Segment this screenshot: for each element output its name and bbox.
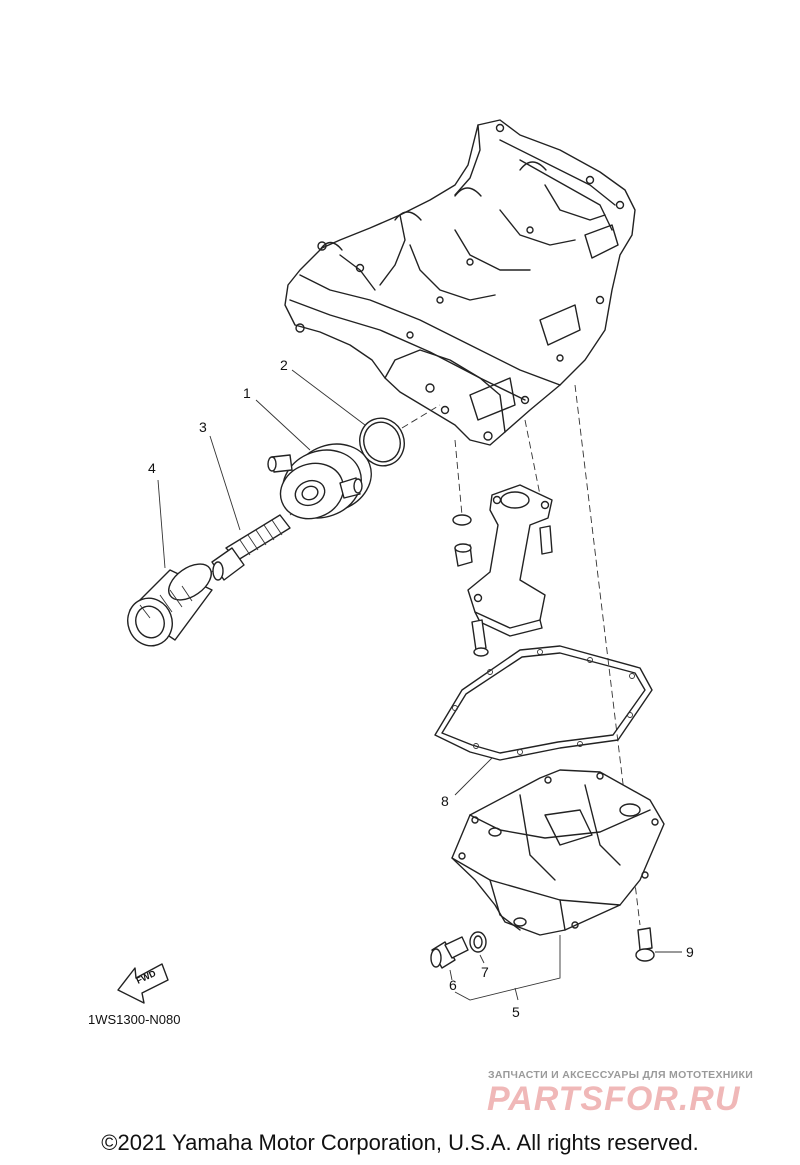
callout-2: 2 [280, 357, 288, 373]
callout-1: 1 [243, 385, 251, 401]
crankcase-drawing [284, 119, 636, 446]
callout-9: 9 [686, 944, 694, 960]
copyright-notice: ©2021 Yamaha Motor Corporation, U.S.A. A… [101, 1130, 699, 1155]
oil-pan-drawing [451, 769, 665, 936]
union-bolt-drawing [211, 514, 291, 581]
callout-8: 8 [441, 793, 449, 809]
callout-6: 6 [449, 977, 457, 993]
drain-gasket-drawing [469, 931, 487, 953]
callout-7: 7 [481, 964, 489, 980]
fwd-arrow-icon: FWD [117, 963, 169, 1004]
drawing-code: 1WS1300-N080 [88, 1012, 181, 1027]
callouts: 1 2 3 4 5 6 7 8 9 [148, 357, 694, 1020]
oil-filter-drawing [127, 563, 213, 647]
pan-bolt-drawing [635, 927, 655, 962]
watermark-tagline: ЗАПЧАСТИ И АКСЕССУАРЫ ДЛЯ МОТОТЕХНИКИ [488, 1069, 754, 1081]
leader-lines [157, 369, 682, 1001]
callout-3: 3 [199, 419, 207, 435]
oil-strainer-drawing [452, 484, 553, 657]
gasket-drawing [434, 645, 653, 761]
callout-4: 4 [148, 460, 156, 476]
drain-bolt-drawing [430, 936, 469, 969]
watermark-logo: PARTSFOR.RU [487, 1080, 741, 1118]
oil-cooler-drawing [267, 443, 372, 520]
callout-5: 5 [512, 1004, 520, 1020]
o-ring-drawing [359, 417, 405, 467]
